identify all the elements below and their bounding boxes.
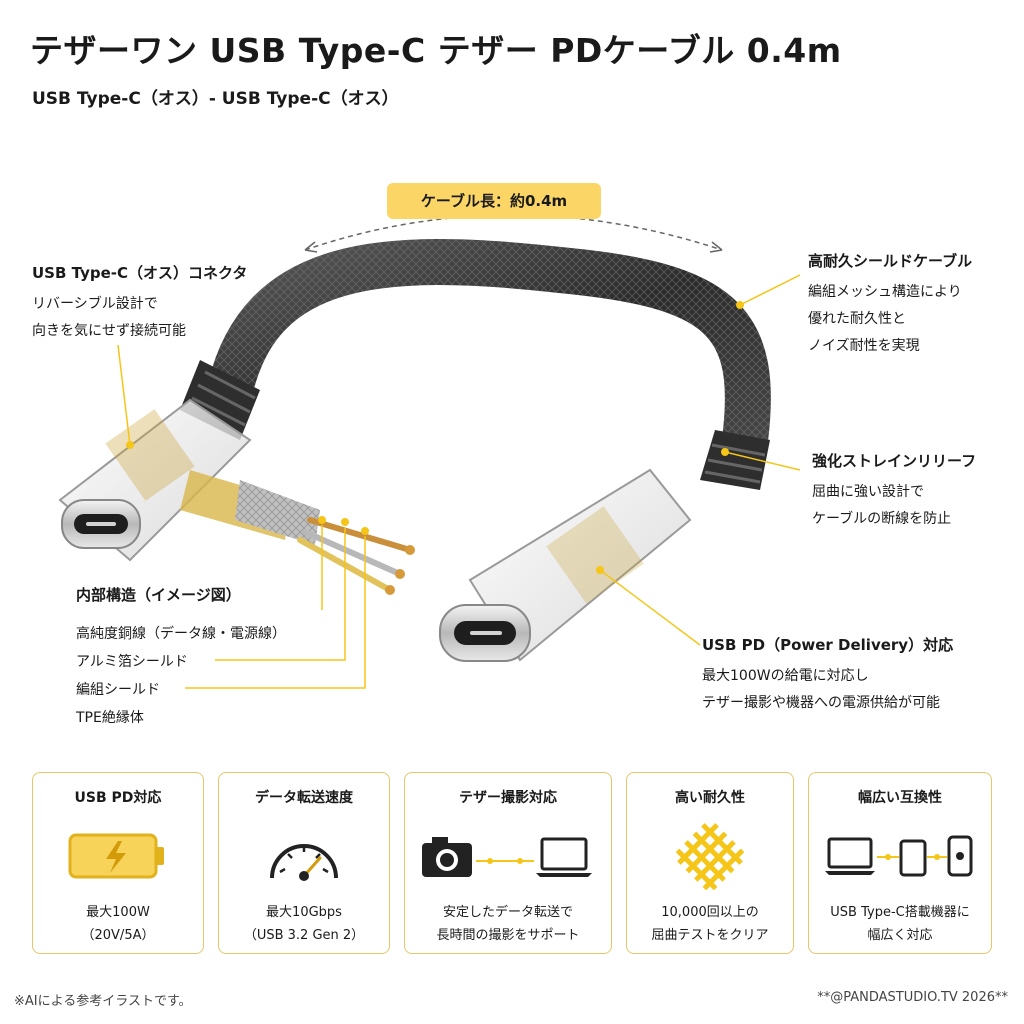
feature-card-line: 安定したデータ転送で xyxy=(442,905,573,920)
callout-strain-title: 強化ストレインリリーフ xyxy=(812,452,977,470)
layer-label-braid: 編組シールド xyxy=(76,682,160,698)
battery-bolt-icon xyxy=(33,817,203,895)
callout-connector-title: USB Type-C（オス）コネクタ xyxy=(32,264,248,282)
feature-card-line: （20V/5A） xyxy=(81,928,155,943)
callout-connector-line: 向きを気にせず接続可能 xyxy=(32,323,186,339)
feature-card-line: 最大10Gbps xyxy=(266,905,342,920)
page-title: テザーワン USB Type-C テザー PDケーブル 0.4m xyxy=(30,31,842,70)
callout-shield-title: 高耐久シールドケーブル xyxy=(808,252,973,270)
callout-shield-line: 編組メッシュ構造により xyxy=(808,284,962,300)
speedometer-icon xyxy=(219,817,389,895)
callout-shield-line: ノイズ耐性を実現 xyxy=(808,338,920,354)
callout-pd-line: 最大100Wの給電に対応し xyxy=(702,668,869,684)
feature-card-line: 長時間の撮影をサポート xyxy=(436,928,580,943)
callout-pd: USB PD（Power Delivery）対応 最大100Wの給電に対応し テ… xyxy=(702,634,953,717)
callout-strain-line: ケーブルの断線を防止 xyxy=(812,511,952,527)
feature-card-title: データ転送速度 xyxy=(255,790,353,806)
cable-illustration xyxy=(58,214,801,689)
feature-card-line: 屈曲テストをクリア xyxy=(651,928,769,943)
feature-card-title: USB PD対応 xyxy=(74,790,162,806)
callout-connector-line: リバーシブル設計で xyxy=(32,296,158,312)
leader-pd xyxy=(599,569,701,646)
feature-card-title: 幅広い互換性 xyxy=(858,790,942,806)
callout-connector: USB Type-C（オス）コネクタ リバーシブル設計で 向きを気にせず接続可能 xyxy=(32,262,247,345)
feature-card-tether: テザー撮影対応 安定したデータ転送で 長時間の撮影をサポート xyxy=(404,772,612,954)
internal-structure-title: 内部構造（イメージ図） xyxy=(76,586,241,604)
callout-shield-line: 優れた耐久性と xyxy=(808,311,906,327)
footer-credit: **@PANDASTUDIO.TV 2026** xyxy=(817,990,1008,1005)
feature-card-line: （USB 3.2 Gen 2） xyxy=(243,928,365,943)
feature-card-compat: 幅広い互換性 USB Type-C搭載機器に 幅広く対応 xyxy=(808,772,992,954)
feature-card-line: 最大100W xyxy=(86,905,150,920)
length-badge: ケーブル長：約0.4m xyxy=(387,183,601,219)
feature-card-line: 幅広く対応 xyxy=(867,928,933,943)
feature-card-title: テザー撮影対応 xyxy=(459,790,557,806)
internal-cutaway xyxy=(180,470,415,595)
leader-strain xyxy=(724,451,801,471)
connector-left xyxy=(58,398,252,562)
callout-pd-line: テザー撮影や機器への電源供給が可能 xyxy=(702,695,940,711)
callout-pd-title: USB PD（Power Delivery）対応 xyxy=(702,636,954,654)
callout-strain: 強化ストレインリリーフ 屈曲に強い設計で ケーブルの断線を防止 xyxy=(812,450,976,533)
feature-card-speed: データ転送速度 最大10Gbps （USB 3.2 Gen 2） xyxy=(218,772,390,954)
layer-label-copper: 高純度銅線（データ線・電源線） xyxy=(76,626,286,642)
feature-card-durability: 高い耐久性 10,000回以上の 屈曲テストをクリア xyxy=(626,772,794,954)
leader-connector xyxy=(117,344,131,446)
camera-laptop-icon xyxy=(405,817,611,895)
strain-relief-right xyxy=(700,430,770,490)
layer-label-aluminum: アルミ箔シールド xyxy=(76,654,188,670)
page-subtitle: USB Type-C（オス）- USB Type-C（オス） xyxy=(32,89,399,109)
mesh-icon xyxy=(627,817,793,895)
feature-card-line: USB Type-C搭載機器に xyxy=(830,905,970,920)
feature-card-pd: USB PD対応 最大100W （20V/5A） xyxy=(32,772,204,954)
footer-note: ※AIによる参考イラストです。 xyxy=(14,994,192,1009)
layer-label-tpe: TPE絶縁体 xyxy=(76,710,144,726)
feature-card-line: 10,000回以上の xyxy=(661,905,759,920)
callout-shield: 高耐久シールドケーブル 編組メッシュ構造により 優れた耐久性と ノイズ耐性を実現 xyxy=(808,250,972,360)
devices-icon xyxy=(809,817,991,895)
connector-right xyxy=(439,468,692,662)
callout-strain-line: 屈曲に強い設計で xyxy=(812,484,924,500)
leader-shield xyxy=(739,274,801,306)
feature-card-title: 高い耐久性 xyxy=(675,790,745,806)
